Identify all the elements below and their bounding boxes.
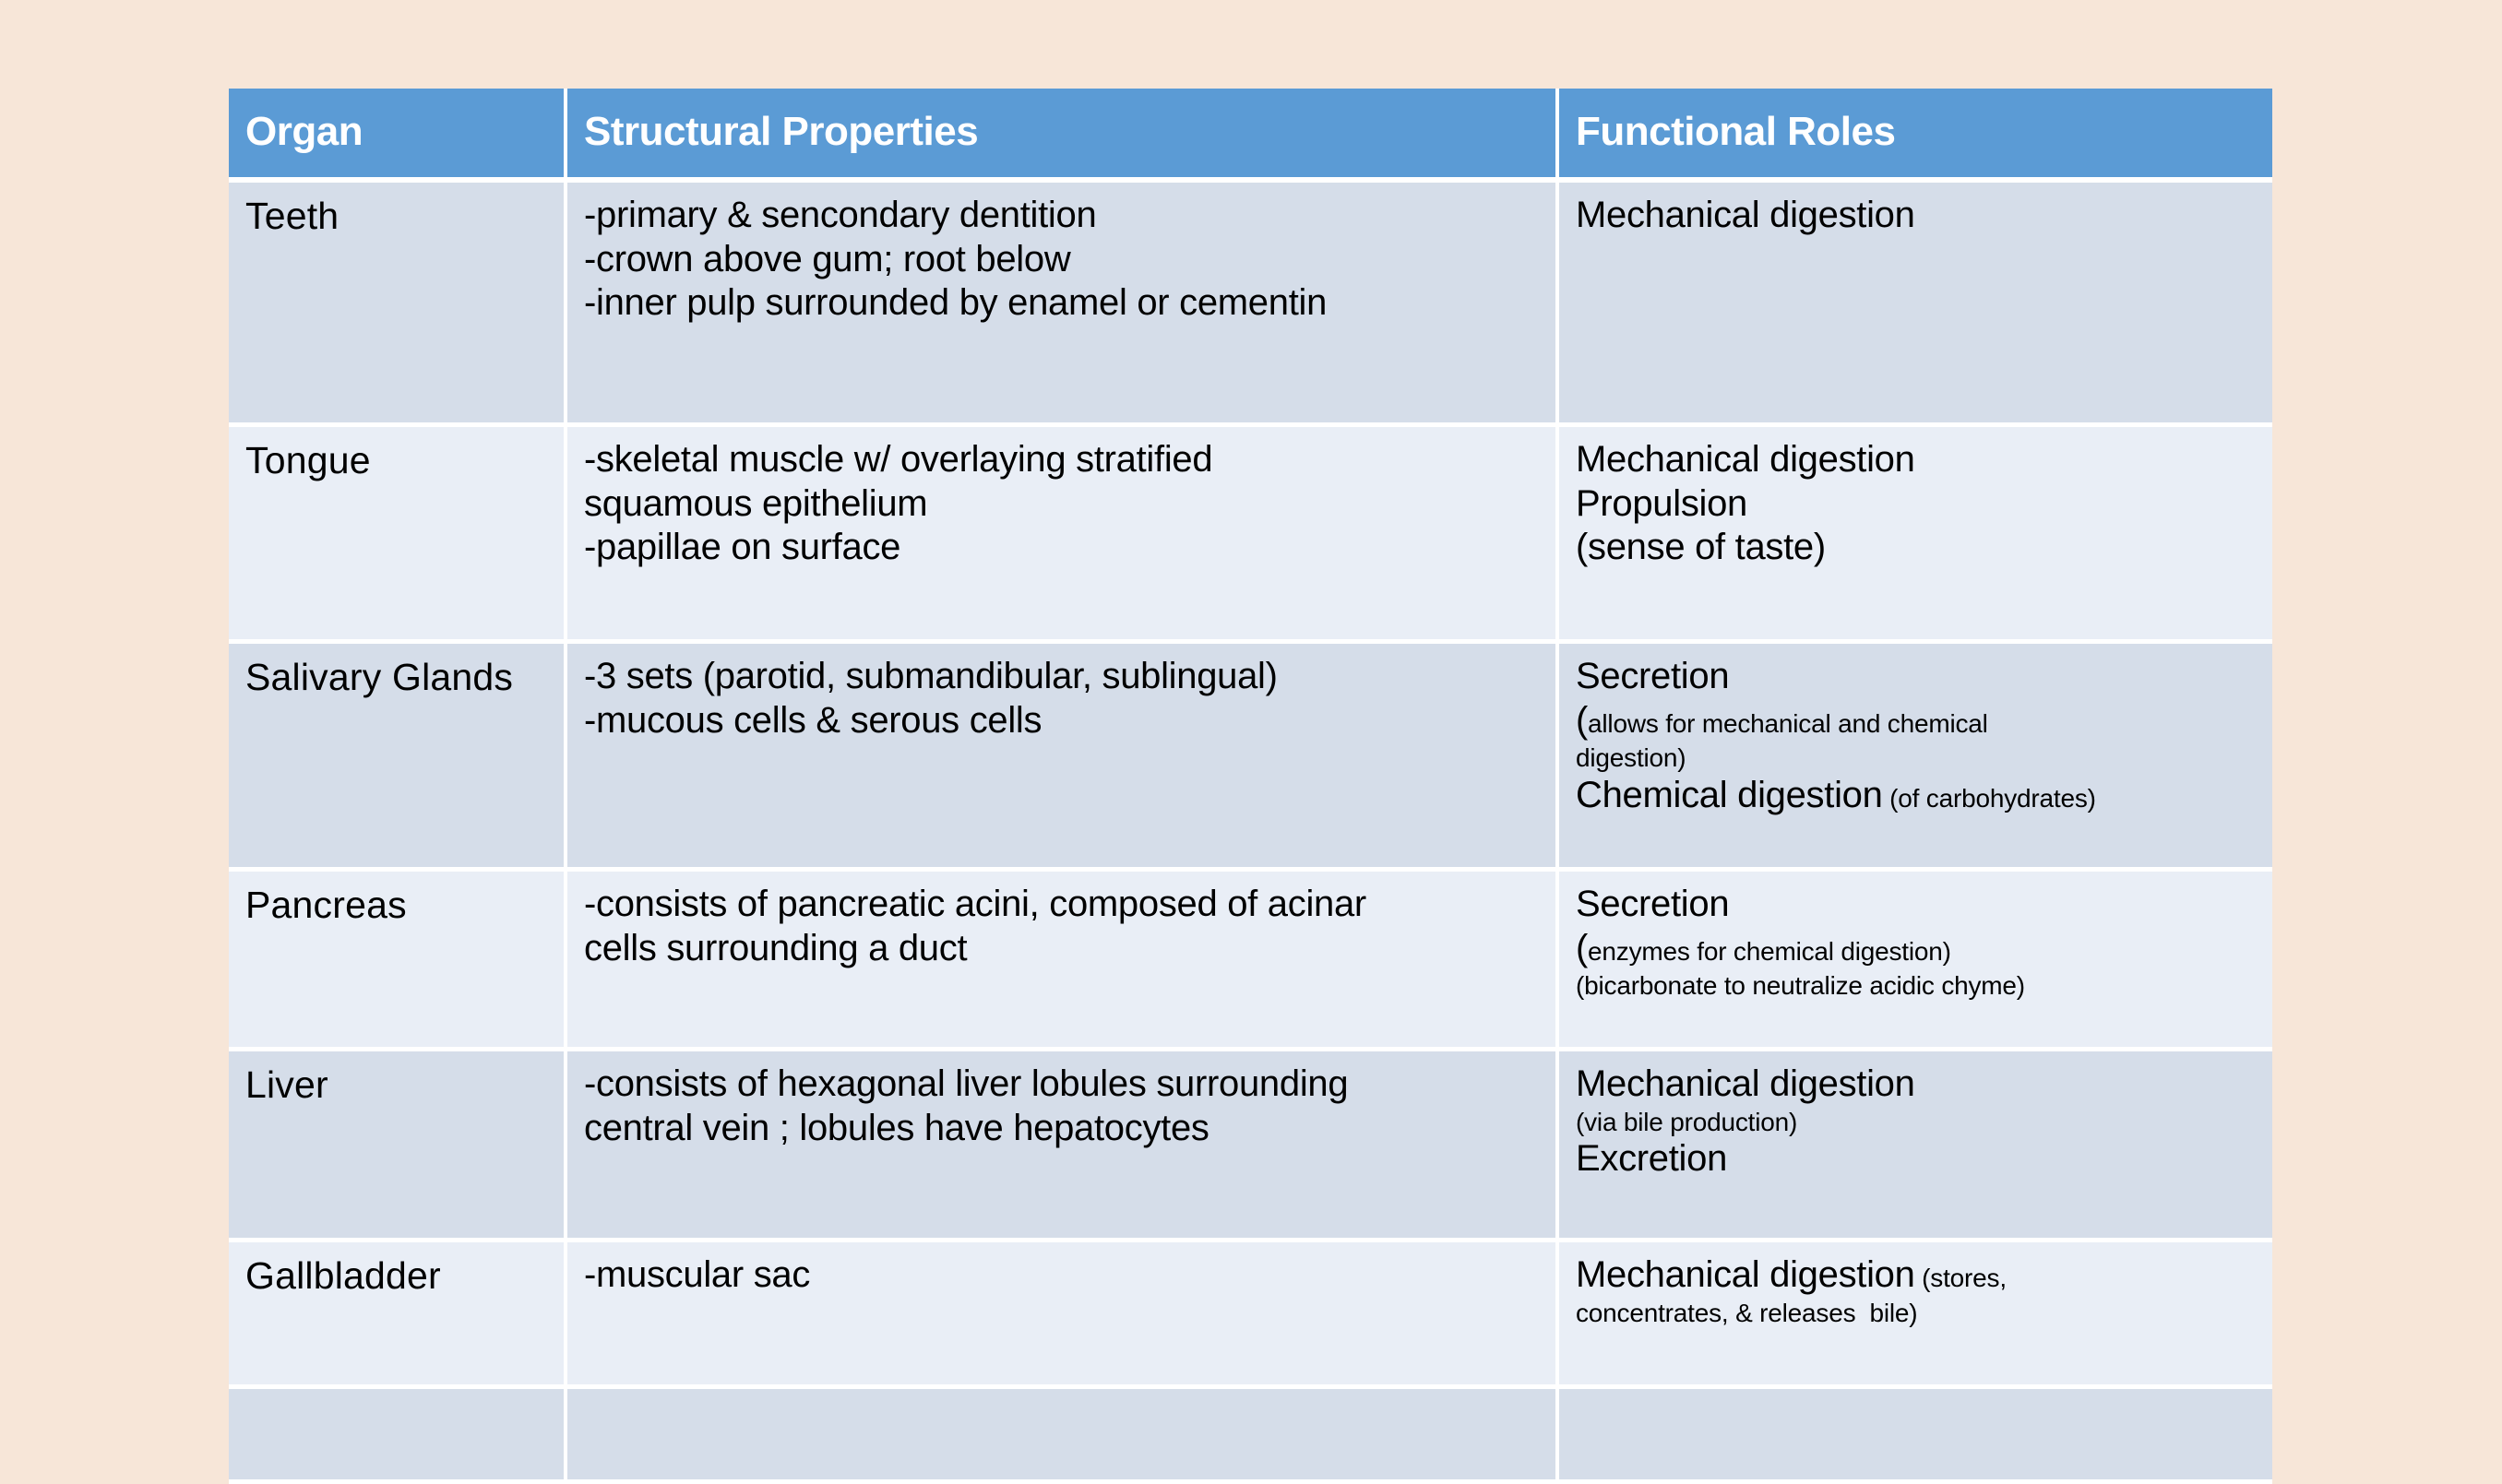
table-body: Teeth -primary & sencondary dentition-cro… [229,183,2272,1484]
functional-line: Mechanical digestion [1576,194,2256,238]
cell-structural-properties [567,1389,1559,1484]
header-row: Organ Structural Properties Functional R… [229,89,2272,183]
organ-comparison-table-wrapper: Organ Structural Properties Functional R… [229,89,2272,1484]
cell-functional-roles: Secretion(enzymes for chemical digestion… [1559,872,2272,1051]
functional-line-main: Mechanical digestion [1576,1254,1915,1295]
functional-line-main: (bicarbonate to neutralize acidic chyme) [1576,971,2025,1001]
functional-line-main: (via bile production) [1576,1107,1798,1136]
functional-line: Mechanical digestion [1576,1063,2256,1107]
cell-structural-properties: -consists of hexagonal liver lobules sur… [567,1051,1559,1242]
functional-line: Secretion [1576,655,2256,699]
functional-line: digestion) [1576,742,2256,774]
table-row: Tongue -skeletal muscle w/ overlaying str… [229,427,2272,644]
cell-organ: Salivary Glands [229,644,567,872]
structural-line: -consists of pancreatic acini, composed … [584,884,1366,924]
functional-line-main: Mechanical digestion [1576,1063,1915,1104]
organ-name: Salivary Glands [245,656,514,698]
cell-organ: Liver [229,1051,567,1242]
functional-line: (bicarbonate to neutralize acidic chyme) [1576,970,2256,1002]
functional-line-main: Chemical digestion [1576,774,1883,815]
functional-line-note: (of carbohydrates) [1882,783,2096,813]
table-row [229,1389,2272,1484]
structural-line: -muscular sac [584,1254,811,1295]
functional-line: Chemical digestion (of carbohydrates) [1576,774,2256,818]
functional-line-main: Mechanical digestion [1576,195,1915,235]
cell-functional-roles: Mechanical digestion (stores,concentrate… [1559,1242,2272,1389]
structural-line: -skeletal muscle w/ overlaying stratifie… [584,439,1213,480]
functional-line: (enzymes for chemical digestion) [1576,927,2256,971]
structural-line: -primary & sencondary dentition [584,195,1097,235]
functional-line-note: allows for mechanical and chemical [1588,708,1988,738]
structural-line: cells surrounding a duct [584,927,968,968]
organ-name: Pancreas [245,884,407,926]
table-row: Pancreas -consists of pancreatic acini, c… [229,872,2272,1051]
functional-line-main: Propulsion [1576,482,1748,524]
organ-name: Tongue [245,439,371,481]
column-header-structural-properties: Structural Properties [567,89,1559,183]
table-row: Salivary Glands -3 sets (parotid, submand… [229,644,2272,872]
cell-organ: Tongue [229,427,567,644]
table-row: Gallbladder -muscular sac Mechanical diges… [229,1242,2272,1389]
column-header-functional-roles: Functional Roles [1559,89,2272,183]
structural-line: -papillae on surface [584,527,901,568]
functional-line: (allows for mechanical and chemical [1576,699,2256,743]
column-header-organ: Organ [229,89,567,183]
cell-structural-properties: -primary & sencondary dentition-crown ab… [567,183,1559,427]
functional-line: Mechanical digestion (stores, [1576,1253,2256,1298]
functional-line-main: Excretion [1576,1138,1728,1180]
functional-line-main: ( [1576,927,1589,968]
functional-line: (sense of taste) [1576,526,2256,570]
cell-organ: Pancreas [229,872,567,1051]
functional-line: Excretion [1576,1137,2256,1181]
structural-line: -3 sets (parotid, submandibular, subling… [584,656,1278,696]
organ-name: Liver [245,1063,328,1106]
structural-line: -mucous cells & serous cells [584,699,1042,741]
table-header: Organ Structural Properties Functional R… [229,89,2272,183]
functional-line-main: Secretion [1576,656,1730,696]
cell-functional-roles: Secretion(allows for mechanical and chem… [1559,644,2272,872]
structural-line: -consists of hexagonal liver lobules sur… [584,1063,1349,1104]
cell-functional-roles: Mechanical digestion [1559,183,2272,427]
organ-name: Gallbladder [245,1254,441,1297]
functional-line: Propulsion [1576,482,2256,527]
functional-line-note: (stores, [1914,1264,2007,1292]
functional-line: concentrates, & releases bile) [1576,1298,2256,1329]
structural-line: -crown above gum; root below [584,238,1071,279]
cell-structural-properties: -muscular sac [567,1242,1559,1389]
functional-line-main: Mechanical digestion [1576,439,1915,480]
functional-line-main: concentrates, & releases bile) [1576,1298,1918,1327]
structural-line: squamous epithelium [584,482,928,524]
functional-line-main: Secretion [1576,884,1730,924]
functional-line: Secretion [1576,883,2256,927]
functional-line-main: (sense of taste) [1576,527,1826,568]
cell-functional-roles [1559,1389,2272,1484]
cell-structural-properties: -skeletal muscle w/ overlaying stratifie… [567,427,1559,644]
organ-name: Teeth [245,195,340,237]
functional-line-main: ( [1576,699,1589,741]
table-row: Teeth -primary & sencondary dentition-cro… [229,183,2272,427]
functional-line: Mechanical digestion [1576,438,2256,482]
functional-line: (via bile production) [1576,1107,2256,1138]
cell-organ: Gallbladder [229,1242,567,1389]
organ-comparison-table: Organ Structural Properties Functional R… [229,89,2272,1484]
cell-organ: Teeth [229,183,567,427]
functional-line-note: enzymes for chemical digestion) [1588,936,1951,966]
structural-line: -inner pulp surrounded by enamel or ceme… [584,282,1328,324]
functional-line-main: digestion) [1576,743,1686,773]
cell-organ [229,1389,567,1484]
cell-structural-properties: -3 sets (parotid, submandibular, subling… [567,644,1559,872]
structural-line: central vein ; lobules have hepatocytes [584,1107,1209,1148]
cell-functional-roles: Mechanical digestion (via bile production… [1559,1051,2272,1242]
cell-structural-properties: -consists of pancreatic acini, composed … [567,872,1559,1051]
table-row: Liver -consists of hexagonal liver lobule… [229,1051,2272,1242]
